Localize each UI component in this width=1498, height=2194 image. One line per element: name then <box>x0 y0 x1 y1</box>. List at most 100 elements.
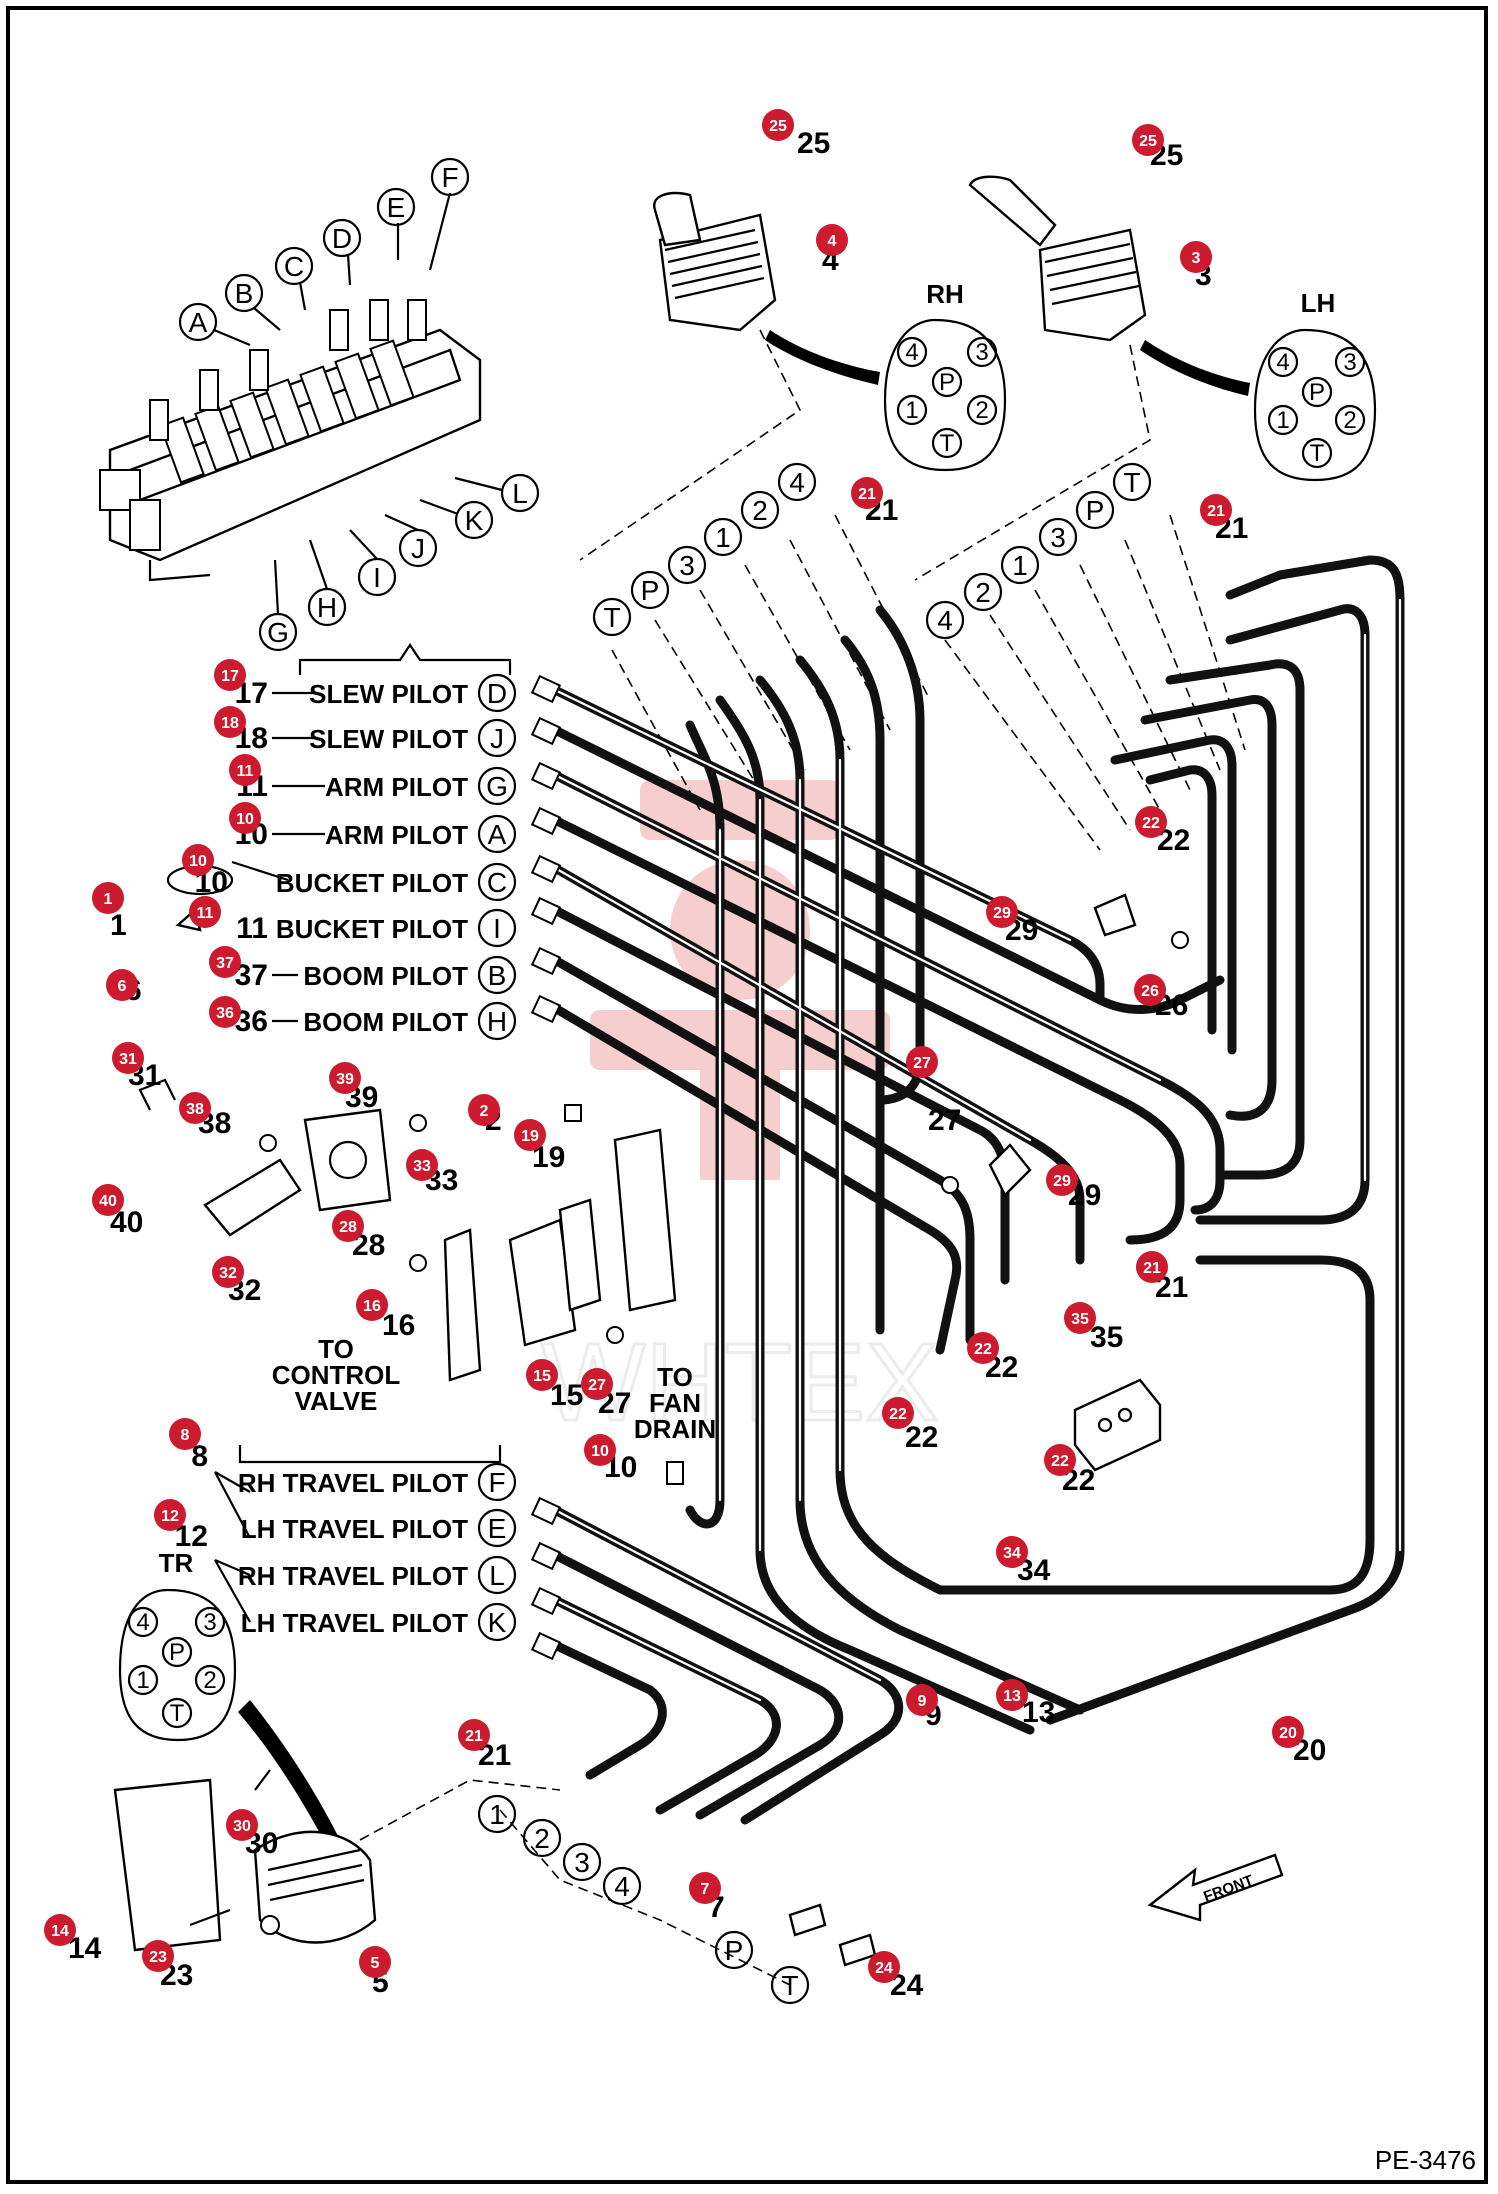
tr-port: T <box>781 1970 798 2001</box>
rh-pin: T <box>940 430 955 457</box>
lh-pin: 4 <box>1276 349 1289 376</box>
callout-badge: 38 <box>179 1092 211 1124</box>
lh-port: 3 <box>1050 522 1066 553</box>
callout-circle <box>581 1368 613 1400</box>
callout-number: 20 <box>1279 1725 1297 1742</box>
tr-port: 4 <box>614 1871 630 1902</box>
callout-number: 4 <box>828 233 837 250</box>
callout-badge: 39 <box>329 1062 361 1094</box>
row-letter-f: F <box>488 1467 505 1498</box>
callout-badge: 29 <box>986 896 1018 928</box>
label-arm-pilot-g: ARM PILOT <box>325 772 468 802</box>
callout-circle <box>229 754 261 786</box>
callout-badge: 26 <box>1134 974 1166 1006</box>
callout-badge: 16 <box>356 1289 388 1321</box>
lh-port: 2 <box>975 577 991 608</box>
travel-pilot-valve: TR 4 3 P 1 2 T <box>113 1548 377 1952</box>
callout-number: 22 <box>974 1341 992 1358</box>
lh-port: 1 <box>1012 550 1028 581</box>
callout-number: 11 <box>237 763 254 780</box>
callout-badge: 23 <box>142 1940 174 1972</box>
callout-circle <box>1064 1302 1096 1334</box>
row-letter-j: J <box>490 723 504 754</box>
note-line: TO <box>318 1334 354 1364</box>
row-letter-e: E <box>488 1513 507 1544</box>
part-number: 27 <box>928 1104 961 1137</box>
lh-pin-diagram: LH 4 3 P 1 2 T <box>1253 288 1377 482</box>
callout-number: 10 <box>189 853 207 870</box>
callout-badge: 2 <box>468 1094 500 1126</box>
callout-circle <box>468 1094 500 1126</box>
callout-circle <box>214 706 246 738</box>
callout-number: 6 <box>118 978 127 995</box>
callout-badge: 21 <box>1136 1251 1168 1283</box>
callout-circle <box>214 659 246 691</box>
callout-number: 2 <box>480 1103 489 1120</box>
part-8: 8 <box>191 1440 208 1473</box>
callout-number: 5 <box>371 1955 380 1972</box>
callout-circle <box>996 1679 1028 1711</box>
valve-letter-f: F <box>441 162 458 193</box>
valve-port-letters: A B C D E F G H I J K L <box>178 157 540 652</box>
callout-number: 17 <box>221 668 239 685</box>
callout-badge: 27 <box>581 1368 613 1400</box>
callout-circle <box>1046 1164 1078 1196</box>
valve-letter-c: C <box>284 251 304 282</box>
callout-circle <box>1044 1444 1076 1476</box>
callout-circle <box>762 109 794 141</box>
rh-pin: 4 <box>905 339 918 366</box>
port-dashed-lines <box>579 329 1246 851</box>
callout-circle <box>92 1184 124 1216</box>
callout-number: 15 <box>533 1368 551 1385</box>
callout-circle <box>514 1119 546 1151</box>
callout-number: 34 <box>1003 1545 1021 1562</box>
callout-badge: 34 <box>996 1536 1028 1568</box>
callout-circle <box>332 1210 364 1242</box>
label-bucket-pilot-i: BUCKET PILOT <box>276 914 468 944</box>
callout-number: 27 <box>588 1377 606 1394</box>
note-line: CONTROL <box>272 1360 401 1390</box>
callout-badge: 25 <box>762 109 794 141</box>
tr-port: P <box>725 1935 744 1966</box>
callout-number: 3 <box>1192 250 1201 267</box>
lh-port-labels: 4 2 1 3 P T <box>925 462 1152 640</box>
callout-number: 24 <box>875 1960 893 1977</box>
callout-circle <box>906 1046 938 1078</box>
callout-circle <box>1134 974 1166 1006</box>
callout-number: 23 <box>149 1949 167 1966</box>
callout-number: 19 <box>521 1128 539 1145</box>
callout-number: 21 <box>1207 503 1225 520</box>
document-code: PE-3476 <box>1374 2145 1476 2175</box>
callout-badge: 15 <box>526 1359 558 1391</box>
part-numbers: 25 25 4 3 21 21 22 29 26 27 29 31 38 39 … <box>68 127 1326 2002</box>
callout-circle <box>1200 494 1232 526</box>
callout-number: 21 <box>1143 1260 1161 1277</box>
row-letter-i: I <box>493 913 501 944</box>
label-lh-travel-pilot-e: LH TRAVEL PILOT <box>241 1514 468 1544</box>
tr-pin: 1 <box>136 1667 149 1694</box>
rh-pin: 1 <box>905 397 918 424</box>
callout-number: 31 <box>119 1051 137 1068</box>
callout-circle <box>584 1434 616 1466</box>
callout-circle <box>526 1359 558 1391</box>
callout-badge: 24 <box>868 1951 900 1983</box>
callout-number: 27 <box>913 1055 931 1072</box>
to-fan-drain-note: TO FAN DRAIN <box>634 1362 716 1485</box>
callout-number: 36 <box>216 1005 234 1022</box>
label-rh-travel-pilot-l: RH TRAVEL PILOT <box>238 1561 468 1591</box>
callout-badge: 3 <box>1180 241 1212 273</box>
tr-pin: P <box>169 1639 185 1666</box>
row-letter-d: D <box>487 678 507 709</box>
rh-pin: 2 <box>975 397 988 424</box>
callout-number: 16 <box>363 1298 381 1315</box>
callout-circle <box>458 1719 490 1751</box>
lh-pin: 1 <box>1276 407 1289 434</box>
lh-port: T <box>1123 467 1140 498</box>
tr-pin-diagram: TR 4 3 P 1 2 T <box>118 1548 237 1742</box>
valve-letter-i: I <box>373 562 381 593</box>
part-number: 15 <box>550 1379 583 1412</box>
tr-pin: 3 <box>203 1609 216 1636</box>
pilot-label-list: D J G A C I B H F E L K SLEW PILOT SLEW … <box>175 643 517 1642</box>
callout-badge: 17 <box>214 659 246 691</box>
callout-number: 30 <box>233 1818 251 1835</box>
